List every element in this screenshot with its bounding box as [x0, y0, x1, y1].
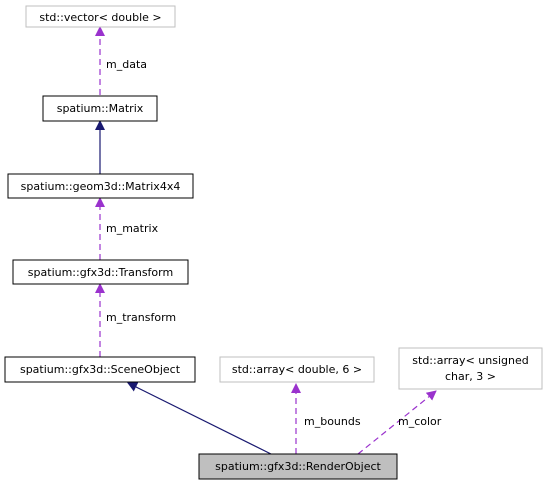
node-sceneobject[interactable]: spatium::gfx3d::SceneObject	[4, 356, 196, 383]
edge-label-m-data: m_data	[106, 58, 147, 71]
node-label: spatium::gfx3d::Transform	[28, 266, 173, 279]
node-label-line2: char, 3 >	[445, 370, 496, 383]
edge-label-m-transform: m_transform	[106, 311, 176, 324]
edge-labels: m_data m_matrix m_transform m_bounds m_c…	[106, 58, 442, 428]
node-renderobject[interactable]: spatium::gfx3d::RenderObject	[198, 453, 398, 480]
node-std-array-bounds[interactable]: std::array< double, 6 >	[219, 356, 375, 383]
node-label: spatium::gfx3d::SceneObject	[20, 363, 181, 376]
node-label: spatium::Matrix	[57, 102, 144, 115]
node-label: std::array< double, 6 >	[232, 363, 362, 376]
node-label-line1: std::array< unsigned	[412, 354, 528, 367]
node-matrix4x4[interactable]: spatium::geom3d::Matrix4x4	[7, 173, 194, 199]
node-std-vector[interactable]: std::vector< double >	[25, 5, 176, 28]
edge-label-m-bounds: m_bounds	[304, 415, 361, 428]
node-label: spatium::gfx3d::RenderObject	[215, 460, 381, 473]
node-label: std::vector< double >	[39, 11, 161, 24]
node-label: spatium::geom3d::Matrix4x4	[21, 180, 181, 193]
edge-renderobject-to-sceneobject	[127, 382, 272, 455]
node-transform[interactable]: spatium::gfx3d::Transform	[12, 259, 189, 285]
node-spatium-matrix[interactable]: spatium::Matrix	[42, 95, 158, 122]
edges	[95, 26, 437, 455]
node-std-array-color[interactable]: std::array< unsigned char, 3 >	[398, 347, 543, 390]
edge-label-m-color: m_color	[398, 415, 442, 428]
edge-label-m-matrix: m_matrix	[106, 222, 159, 235]
edge-m-color	[357, 390, 437, 455]
